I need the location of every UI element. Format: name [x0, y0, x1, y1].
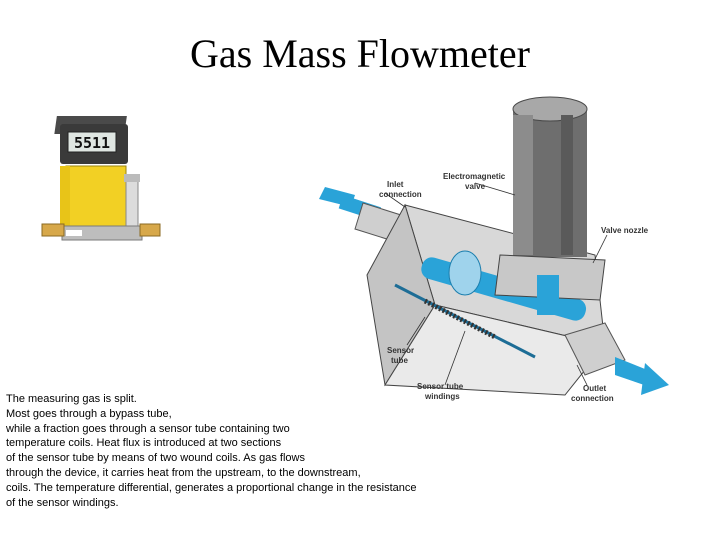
- label-outlet: Outlet: [583, 384, 606, 393]
- label-valve-nozzle: Valve nozzle: [601, 226, 649, 235]
- device-display-readout: 5511: [74, 134, 110, 152]
- label-sensor-tube: tube: [391, 356, 408, 365]
- slide-title: Gas Mass Flowmeter: [190, 31, 530, 76]
- label-sensor: Sensor: [387, 346, 414, 355]
- description-line: Most goes through a bypass tube,: [6, 407, 172, 420]
- outlet-fitting: [564, 322, 626, 376]
- flowmeter-cutaway-diagram: Inlet connection Electromagnetic valve V…: [319, 96, 669, 403]
- description-line: of the sensor tube by means of two wound…: [6, 452, 305, 465]
- label-valve: valve: [465, 182, 486, 191]
- description-line: while a fraction goes through a sensor t…: [6, 422, 290, 435]
- sensor-tube-windings: [423, 298, 497, 340]
- label-inlet-connection: connection: [379, 190, 422, 199]
- outlet-flow-arrow: [641, 363, 669, 395]
- description-line: through the device, it carries heat from…: [6, 466, 361, 479]
- description-text: The measuring gas is split. Most goes th…: [6, 392, 476, 510]
- label-outlet-connection: connection: [571, 394, 614, 403]
- label-inlet: Inlet: [387, 180, 404, 189]
- label-sensor-tube-windings-2: windings: [424, 392, 460, 401]
- label-sensor-tube-windings-1: Sensor tube: [417, 382, 464, 391]
- description-line: coils. The temperature differential, gen…: [6, 481, 417, 494]
- description-line: temperature coils. Heat flux is introduc…: [6, 437, 282, 450]
- description-line: The measuring gas is split.: [6, 393, 137, 405]
- label-electromagnetic: Electromagnetic: [443, 172, 506, 181]
- flowmeter-device-photo: 5511: [41, 116, 161, 241]
- description-line: of the sensor windings.: [6, 496, 119, 509]
